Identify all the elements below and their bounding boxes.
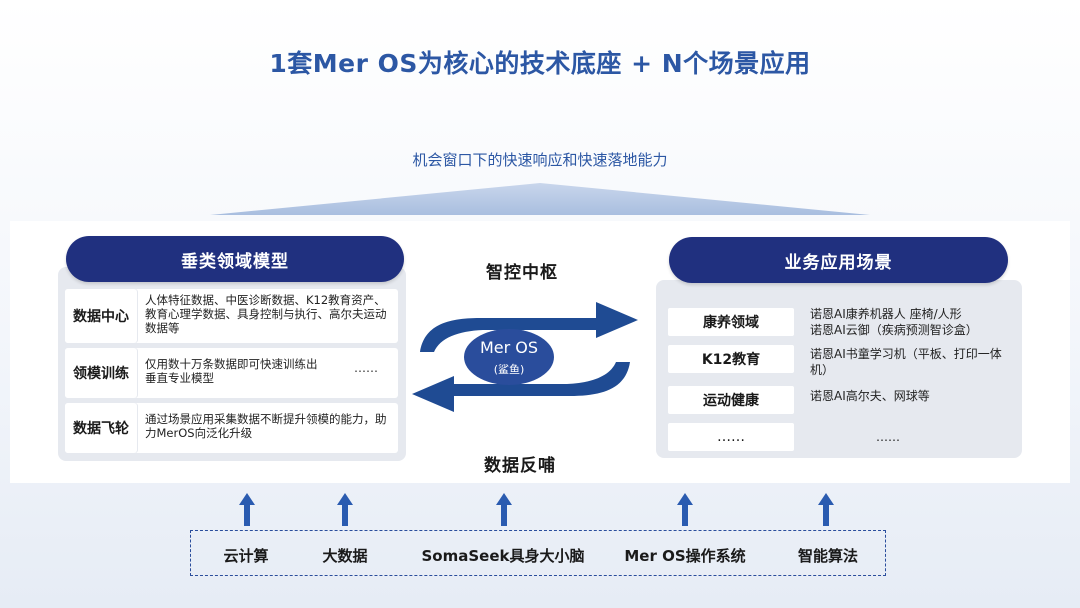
right-row-label: 康养领域 [668, 308, 794, 336]
foundation-item-somaseek: SomaSeek具身大小脑 [421, 547, 585, 565]
foundation-box: 云计算 大数据 SomaSeek具身大小脑 Mer OS操作系统 智能算法 [190, 530, 886, 576]
foundation-item-cloud: 云计算 [223, 547, 269, 565]
right-header-pill: 业务应用场景 [669, 237, 1008, 283]
foundation-item-algorithm: 智能算法 [797, 547, 859, 565]
left-panel: 数据中心 人体特征数据、中医诊断数据、K12教育资产、教育心理学数据、具身控制与… [58, 267, 406, 461]
left-row-data-center: 数据中心 人体特征数据、中医诊断数据、K12教育资产、教育心理学数据、具身控制与… [65, 289, 398, 343]
page-subtitle: 机会窗口下的快速响应和快速落地能力 [412, 151, 668, 169]
page-title: 1套Mer OS为核心的技术底座 + N个场景应用 [269, 49, 811, 78]
left-row-label: 领模训练 [65, 348, 137, 398]
foundation-item-meros: Mer OS操作系统 [624, 547, 746, 565]
foundation-item-bigdata: 大数据 [322, 547, 368, 565]
left-row-label: 数据中心 [65, 289, 137, 343]
mer-os-core: Mer OS (鲨鱼) [464, 329, 554, 385]
right-panel: 康养领域 诺恩AI康养机器人 座椅/人形 诺恩AI云御（疾病预测智诊盒） K12… [656, 280, 1022, 458]
left-header-pill: 垂类领域模型 [66, 236, 404, 282]
left-row-desc: 人体特征数据、中医诊断数据、K12教育资产、教育心理学数据、具身控制与执行、高尔… [145, 293, 387, 335]
left-row-data-flywheel: 数据飞轮 通过场景应用采集数据不断提升领模的能力，助力MerOS向泛化升级 [65, 403, 398, 453]
arrow-right [420, 302, 638, 352]
core-subtitle: (鲨鱼) [493, 363, 525, 376]
right-row-desc: 诺恩AI高尔夫、网球等 [810, 389, 930, 403]
left-row-label: 数据飞轮 [65, 403, 137, 453]
left-row-desc: 通过场景应用采集数据不断提升领模的能力，助力MerOS向泛化升级 [145, 412, 387, 440]
right-row-desc: 诺恩AI康养机器人 座椅/人形 诺恩AI云御（疾病预测智诊盒） [810, 307, 978, 337]
control-hub-label: 智控中枢 [486, 263, 558, 283]
data-feedback-label: 数据反哺 [484, 456, 556, 476]
left-row-model-training: 领模训练 仅用数十万条数据即可快速训练出垂直专业模型 …… [65, 348, 398, 398]
right-row-desc: 诺恩AI书童学习机（平板、打印一体机） [810, 347, 1002, 377]
arrow-left [412, 362, 630, 412]
left-row-desc: 仅用数十万条数据即可快速训练出垂直专业模型 [145, 357, 318, 385]
right-row-label: …… [668, 423, 794, 451]
left-row-ellipsis: …… [354, 361, 378, 375]
core-title: Mer OS [479, 338, 539, 357]
right-row-desc: …… [876, 430, 900, 444]
right-row-label: 运动健康 [668, 386, 794, 414]
right-row-label: K12教育 [668, 345, 794, 373]
